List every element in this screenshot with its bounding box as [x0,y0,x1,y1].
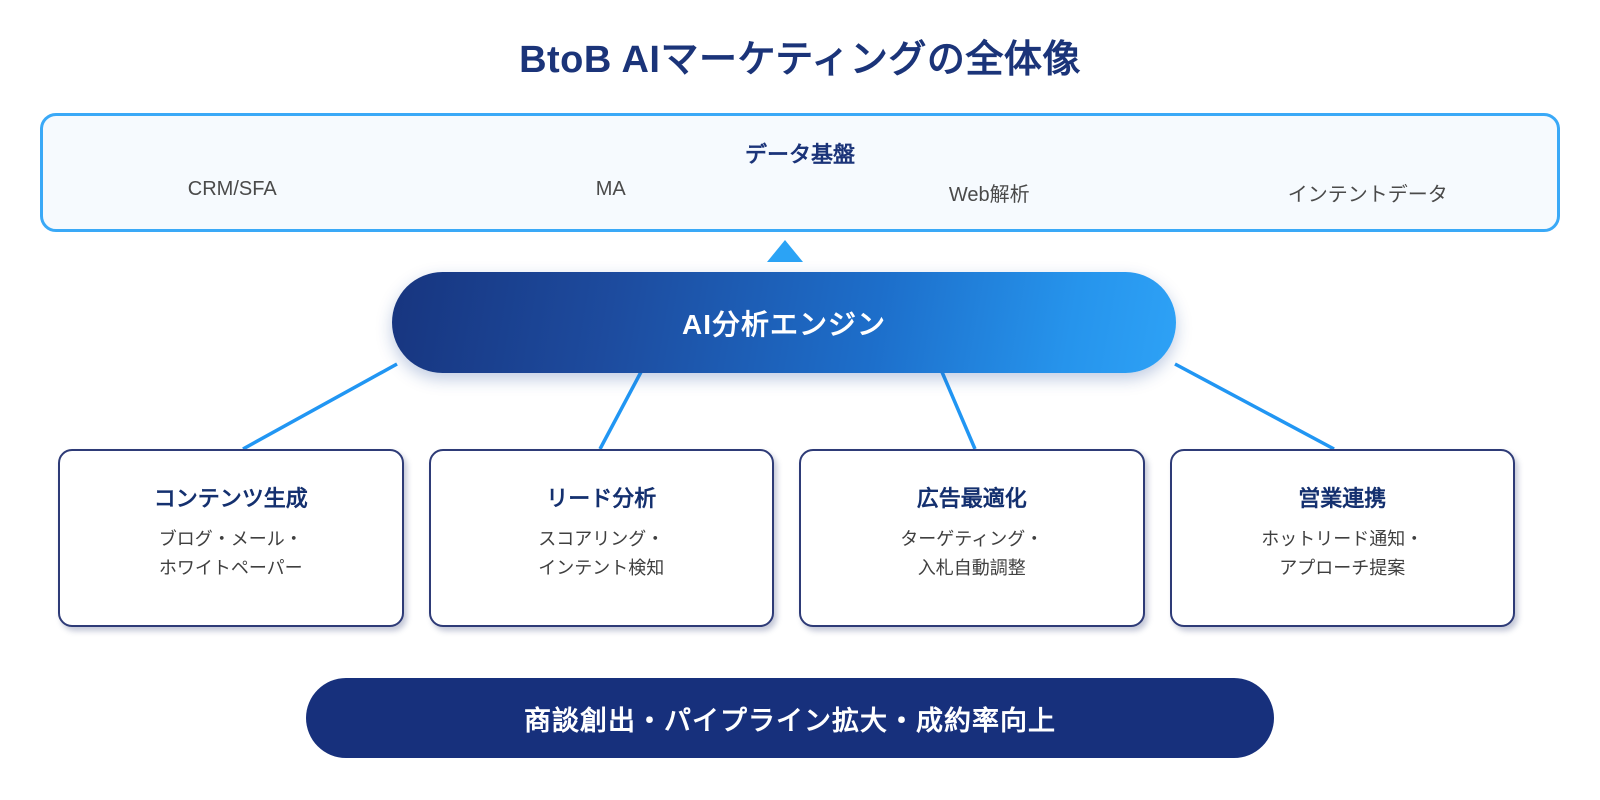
connector-line-lead [598,371,643,450]
card-line-2: 入札自動調整 [917,557,1026,578]
data-platform-heading: データ基盤 [744,142,855,167]
data-platform-item-intent-data: インテントデータ [1287,184,1448,206]
capability-card-content-generation: コンテンツ生成 ブログ・メール・ ホワイトペーパー [58,449,404,627]
outcome-pill: 商談創出・パイプライン拡大・成約率向上 [306,678,1274,758]
card-line-1: ホットリード通知・ [1261,529,1424,549]
data-platform-item-ma: MA [595,178,626,200]
card-title: リード分析 [546,486,657,511]
connector-line-sales [1174,362,1335,451]
data-platform-item-list: CRM/SFA MA Web解析 インテントデータ [43,178,1557,207]
ai-engine-pill: AI分析エンジン [392,272,1176,373]
card-line-1: ターゲティング・ [900,529,1044,549]
connector-line-content [242,362,398,451]
card-title: 広告最適化 [916,486,1027,511]
capability-card-row: コンテンツ生成 ブログ・メール・ ホワイトペーパー リード分析 スコアリング・ … [58,449,1515,627]
ai-engine-label: AI分析エンジン [681,308,886,340]
up-arrow-icon [767,240,803,262]
outcome-label: 商談創出・パイプライン拡大・成約率向上 [524,705,1056,736]
capability-card-lead-analysis: リード分析 スコアリング・ インテント検知 [428,449,774,627]
card-line-2: ホワイトペーパー [158,557,303,578]
capability-card-ad-optimization: 広告最適化 ターゲティング・ 入札自動調整 [799,449,1145,627]
card-line-1: スコアリング・ [538,529,665,549]
data-platform-item-crm-sfa: CRM/SFA [187,178,277,200]
card-line-1: ブログ・メール・ [158,529,303,549]
page-title: BtoB AIマーケティングの全体像 [519,39,1081,81]
card-line-2: インテント検知 [538,557,665,578]
data-platform-item-web-analytics: Web解析 [948,184,1030,206]
data-platform-box: データ基盤 CRM/SFA MA Web解析 インテントデータ [40,113,1560,232]
card-line-2: アプローチ提案 [1279,557,1406,578]
card-title: 営業連携 [1298,486,1387,511]
capability-card-sales-integration: 営業連携 ホットリード通知・ アプローチ提案 [1169,449,1515,627]
connector-line-ads [940,371,977,450]
card-title: コンテンツ生成 [153,486,308,511]
